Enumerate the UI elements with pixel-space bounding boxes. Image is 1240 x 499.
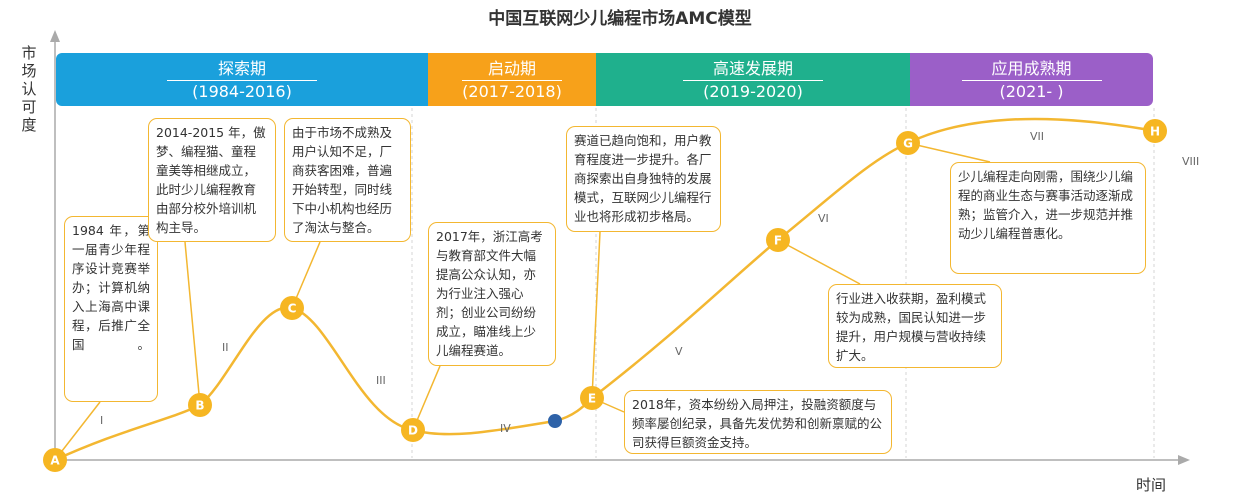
point-b: [188, 393, 212, 417]
point-h: [1143, 119, 1167, 143]
phase-name: 探索期: [217, 59, 266, 78]
point-label-d: D: [408, 424, 418, 438]
stage-label-i: I: [100, 414, 103, 427]
stage-label-iii: III: [376, 374, 386, 387]
callout-e: 2018年，资本纷纷入局押注，投融资额度与频率屡创纪录，具备先发优势和创新禀赋的…: [624, 390, 892, 454]
callout-connector: [54, 401, 101, 461]
callout-c: 由于市场不成熟及用户认知不足，厂商获客困难，普遍开始转型，同时线下中小机构也经历…: [284, 118, 411, 242]
callout-b: 2014-2015 年，傲梦、编程猫、童程童美等相继成立，此时少儿编程教育由部分…: [148, 118, 276, 242]
y-axis-arrow: [50, 30, 60, 42]
point-label-f: F: [774, 234, 782, 248]
callout-d: 2017年，浙江高考与教育部文件大幅提高公众认知，亦为行业注入强心剂；创业公司纷…: [428, 222, 556, 366]
point-c: [280, 296, 304, 320]
phase-startup: 启动期 (2017-2018): [428, 53, 596, 106]
callout-connector: [907, 142, 991, 163]
point-label-e: E: [588, 392, 596, 406]
point-e: [580, 386, 604, 410]
x-axis-label: 时间: [1136, 476, 1167, 494]
point-d: [401, 418, 425, 442]
stage-label-vi: VI: [818, 212, 829, 225]
callout-connector: [184, 241, 201, 406]
callout-a: 1984 年，第一届青少年程序设计竞赛举办；计算机纳入上海高中课程，后推广全国。: [64, 216, 158, 402]
stage-label-v: V: [675, 345, 683, 358]
point-label-a: A: [50, 454, 60, 468]
stage-label-vii: VII: [1030, 130, 1044, 143]
phase-rapid-growth: 高速发展期 (2019-2020): [596, 53, 910, 106]
point-f: [766, 228, 790, 252]
phase-name: 高速发展期: [712, 59, 793, 78]
callout-g: 少儿编程走向刚需，围绕少儿编程的商业生态与赛事活动逐渐成熟；监管介入，进一步规范…: [950, 162, 1146, 274]
current-position-point: [548, 414, 562, 428]
phase-years: (2017-2018): [462, 82, 562, 101]
x-axis-arrow: [1178, 455, 1190, 465]
phase-name: 启动期: [487, 59, 536, 78]
phase-divider: [961, 80, 1102, 81]
phase-name: 应用成熟期: [991, 59, 1072, 78]
point-g: [896, 131, 920, 155]
y-axis-label: 市场认可度: [21, 44, 37, 134]
stage-label-iv: IV: [500, 422, 511, 435]
callout-connector: [777, 239, 861, 285]
point-label-b: B: [195, 399, 204, 413]
point-label-h: H: [1150, 125, 1160, 139]
phase-years: (1984-2016): [192, 82, 292, 101]
callout-connector: [591, 231, 601, 399]
phase-divider: [683, 80, 823, 81]
chart-title: 中国互联网少儿编程市场AMC模型: [488, 9, 752, 29]
callout-f: 行业进入收获期，盈利模式较为成熟，国民认知进一步提升，用户规模与营收持续扩大。: [828, 284, 1002, 368]
phase-years: (2021- ): [999, 82, 1064, 101]
stage-label-ii: II: [222, 341, 229, 354]
phase-years: (2019-2020): [703, 82, 803, 101]
point-label-c: C: [288, 302, 297, 316]
phase-exploration: 探索期 (1984-2016): [56, 53, 428, 106]
callout-h: 赛道已趋向饱和，用户教育程度进一步提升。各厂商探索出自身独特的发展模式，互联网少…: [566, 126, 721, 232]
phase-divider: [462, 80, 562, 81]
stage-label-viii: VIII: [1182, 155, 1199, 168]
point-a: [43, 448, 67, 472]
point-label-g: G: [903, 137, 913, 151]
phase-divider: [167, 80, 317, 81]
phase-mature: 应用成熟期 (2021- ): [910, 53, 1153, 106]
